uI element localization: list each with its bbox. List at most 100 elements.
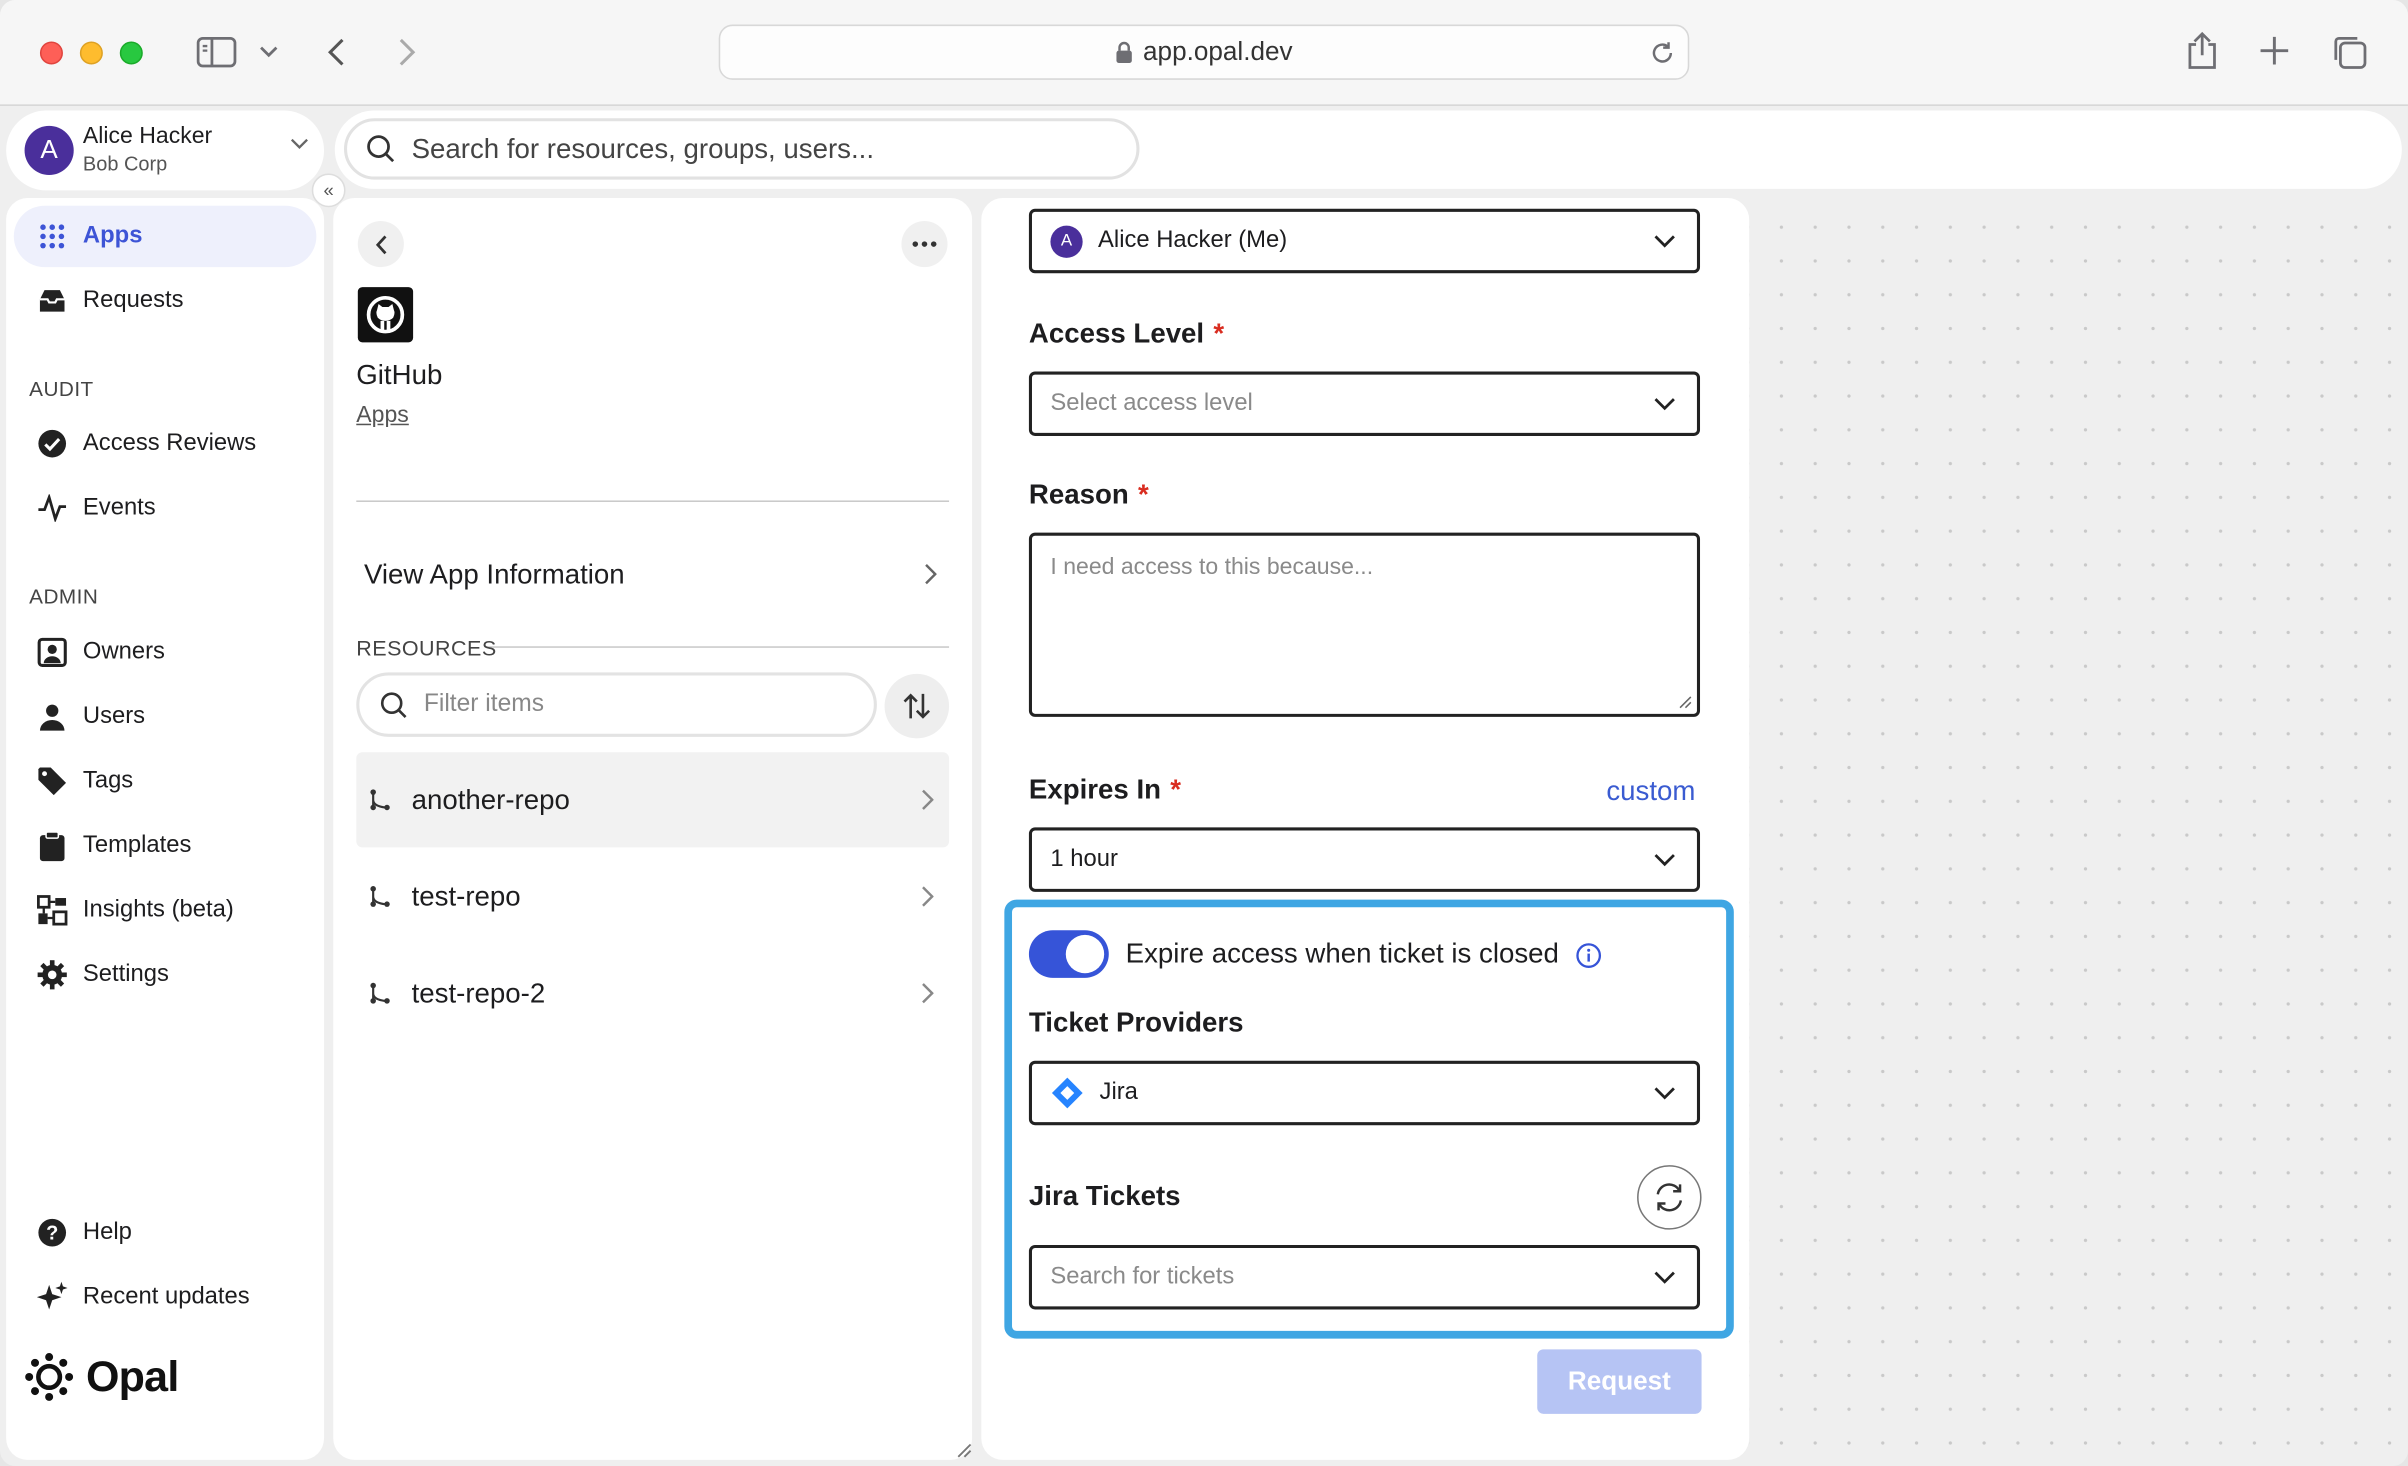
sidebar-item-settings[interactable]: Settings [14,944,317,1005]
request-button[interactable]: Request [1537,1349,1702,1414]
opal-sun-icon [25,1353,74,1401]
view-app-information-label: View App Information [363,558,625,589]
filter-placeholder: Filter items [423,690,544,717]
expire-on-ticket-close-label: Expire access when ticket is closed [1125,937,1559,969]
sidebar-item-owners[interactable]: Owners [14,622,317,683]
refresh-icon [1656,1183,1683,1212]
chevron-down-icon [290,138,308,149]
resource-name: test-repo-2 [411,977,546,1008]
gear-icon [35,958,69,992]
sidebar-item-recent-updates[interactable]: Recent updates [14,1266,317,1327]
label-text: Access Level [1028,317,1205,349]
sidebar-item-events[interactable]: Events [14,477,317,538]
resource-row-another-repo[interactable]: another-repo [356,752,950,848]
chevron-right-icon [922,789,934,810]
sidebar-item-label: Requests [82,287,184,314]
reason-textarea[interactable]: I need access to this because... [1028,532,1701,717]
expires-in-select[interactable]: 1 hour [1028,827,1701,892]
jira-tickets-select[interactable]: Search for tickets [1028,1244,1701,1310]
check-circle-icon [35,427,69,461]
git-branch-icon [370,789,390,811]
chevron-down-icon[interactable] [255,40,283,65]
sidebar-item-requests[interactable]: Requests [14,270,317,331]
custom-expiry-link[interactable]: custom [1606,775,1696,806]
sidebar-item-templates[interactable]: Templates [14,815,317,876]
breadcrumb-link[interactable]: Apps [356,402,409,429]
search-input[interactable]: Search for resources, groups, users... [343,118,1140,180]
chevron-down-icon [1654,397,1675,410]
info-icon[interactable] [1576,943,1602,969]
jira-icon [1051,1077,1083,1109]
chevron-down-icon [1654,853,1675,866]
reason-placeholder: I need access to this because... [1050,554,1374,581]
sidebar-item-tags[interactable]: Tags [14,751,317,812]
expire-on-ticket-close-toggle[interactable] [1028,930,1109,978]
close-window-button[interactable] [39,41,63,65]
back-button[interactable] [357,221,404,268]
ticket-provider-select[interactable]: Jira [1028,1060,1701,1126]
resource-name: test-repo [411,880,521,912]
required-asterisk: * [1170,773,1182,805]
refresh-tickets-button[interactable] [1637,1165,1702,1230]
collapse-sidebar-button[interactable]: « [311,173,346,208]
resource-row-test-repo[interactable]: test-repo [356,849,949,944]
view-app-information-button[interactable]: View App Information [356,546,949,601]
sidebar-item-label: Recent updates [82,1283,250,1310]
sidebar-item-label: Tags [82,767,134,794]
chevron-down-icon [1654,234,1675,247]
forward-icon[interactable] [390,34,424,71]
sidebar-item-apps[interactable]: Apps [13,205,317,268]
sidebar-item-insights[interactable]: Insights (beta) [14,880,317,941]
global-search-bar: Search for resources, groups, users... [334,110,2402,189]
dotted-background [1749,198,2408,1466]
resize-grip-icon[interactable] [1679,695,1693,709]
github-logo-icon [357,287,414,343]
resource-row-test-repo-2[interactable]: test-repo-2 [356,946,949,1041]
search-placeholder: Search for resources, groups, users... [411,132,875,164]
requester-select[interactable]: A Alice Hacker (Me) [1028,208,1701,274]
chevron-left-icon [375,234,387,254]
expires-in-value: 1 hour [1050,845,1118,872]
inbox-icon [35,284,69,318]
sidebar-item-label: Settings [82,960,169,988]
account-switcher[interactable]: A Alice Hacker Bob Corp [6,110,325,191]
sidebar-item-access-reviews[interactable]: Access Reviews [14,413,317,474]
sidebar-item-label: Owners [82,638,165,665]
sidebar-item-help[interactable]: ? Help [14,1202,317,1263]
filter-input[interactable]: Filter items [356,672,877,737]
sort-arrows-icon [903,693,931,719]
sidebar: Apps Requests AUDIT Access Reviews Event… [6,198,325,1460]
sidebar-item-users[interactable]: Users [14,686,317,747]
avatar: A [1050,224,1083,258]
sidebar-toggle-icon[interactable] [193,34,239,71]
access-level-select[interactable]: Select access level [1028,371,1701,436]
tickets-placeholder: Search for tickets [1050,1263,1235,1290]
tab-overview-icon[interactable] [2328,31,2371,74]
section-heading-admin: ADMIN [29,584,99,608]
minimize-window-button[interactable] [79,41,103,65]
label-text: Expires In [1028,773,1162,805]
sidebar-item-label: Help [82,1218,132,1245]
zoom-window-button[interactable] [119,41,143,65]
jira-tickets-label: Jira Tickets [1028,1180,1181,1212]
back-icon[interactable] [319,34,353,71]
help-icon: ? [35,1216,69,1250]
sidebar-item-label: Events [82,494,156,521]
resize-handle-icon[interactable] [957,1443,972,1458]
ellipsis-icon [912,241,937,247]
access-level-label: Access Level* [1029,318,1224,350]
git-branch-icon [370,886,390,907]
address-bar[interactable]: app.opal.dev [718,24,1690,80]
owner-icon [35,636,69,670]
requester-value: Alice Hacker (Me) [1098,227,1288,254]
grid-icon [35,220,69,254]
sidebar-item-label: Users [82,703,146,730]
sort-button[interactable] [884,673,950,739]
avatar: A [24,125,74,176]
new-tab-icon[interactable] [2254,31,2294,71]
reload-icon[interactable] [1649,40,1675,66]
url-text: app.opal.dev [1143,36,1293,67]
activity-icon [35,491,69,525]
share-icon[interactable] [2181,28,2224,74]
more-options-button[interactable] [901,221,948,268]
